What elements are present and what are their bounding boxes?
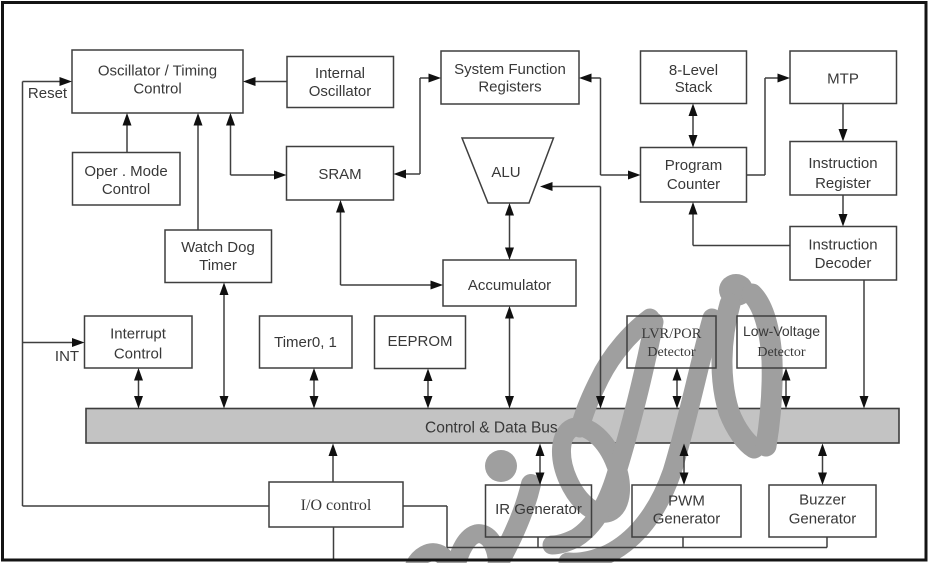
svg-text:Control: Control	[102, 181, 150, 198]
svg-text:PWM: PWM	[668, 493, 705, 510]
svg-text:Reset: Reset	[28, 85, 68, 102]
svg-text:Low-Voltage: Low-Voltage	[743, 323, 820, 339]
svg-text:Internal: Internal	[315, 65, 365, 82]
svg-text:Oscillator / Timing: Oscillator / Timing	[98, 63, 217, 80]
svg-text:System Function: System Function	[454, 61, 566, 78]
svg-text:Stack: Stack	[675, 79, 713, 96]
svg-text:LVR/POR: LVR/POR	[642, 326, 702, 342]
svg-text:Interrupt: Interrupt	[110, 326, 167, 343]
svg-text:Accumulator: Accumulator	[468, 277, 551, 294]
svg-text:INT: INT	[55, 348, 79, 365]
svg-text:Oscillator: Oscillator	[309, 83, 372, 100]
svg-text:Registers: Registers	[478, 79, 541, 96]
svg-text:EEPROM: EEPROM	[387, 333, 452, 350]
svg-text:IR Generator: IR Generator	[495, 501, 582, 518]
svg-text:SRAM: SRAM	[318, 166, 361, 183]
svg-text:Generator: Generator	[653, 511, 721, 528]
svg-text:Instruction: Instruction	[808, 155, 877, 172]
svg-text:Detector: Detector	[757, 345, 806, 360]
svg-text:Register: Register	[815, 175, 871, 192]
svg-text:Buzzer: Buzzer	[799, 492, 846, 509]
svg-text:ALU: ALU	[491, 164, 520, 181]
svg-text:Oper . Mode: Oper . Mode	[84, 163, 167, 180]
svg-text:Counter: Counter	[667, 176, 720, 193]
svg-text:Instruction: Instruction	[808, 237, 877, 254]
svg-text:Timer: Timer	[199, 257, 237, 274]
svg-text:Control: Control	[133, 81, 181, 98]
svg-text:Control: Control	[114, 346, 162, 363]
svg-text:I/O control: I/O control	[301, 497, 372, 514]
svg-text:Control & Data Bus: Control & Data Bus	[425, 420, 558, 437]
svg-text:Program: Program	[665, 157, 723, 174]
svg-text:Watch Dog: Watch Dog	[181, 239, 255, 256]
svg-text:Decoder: Decoder	[815, 255, 872, 272]
svg-text:Detector: Detector	[647, 345, 696, 360]
svg-text:Timer0, 1: Timer0, 1	[274, 334, 337, 351]
svg-text:8-Level: 8-Level	[669, 62, 718, 79]
svg-text:Generator: Generator	[789, 511, 857, 528]
svg-text:MTP: MTP	[827, 71, 859, 88]
